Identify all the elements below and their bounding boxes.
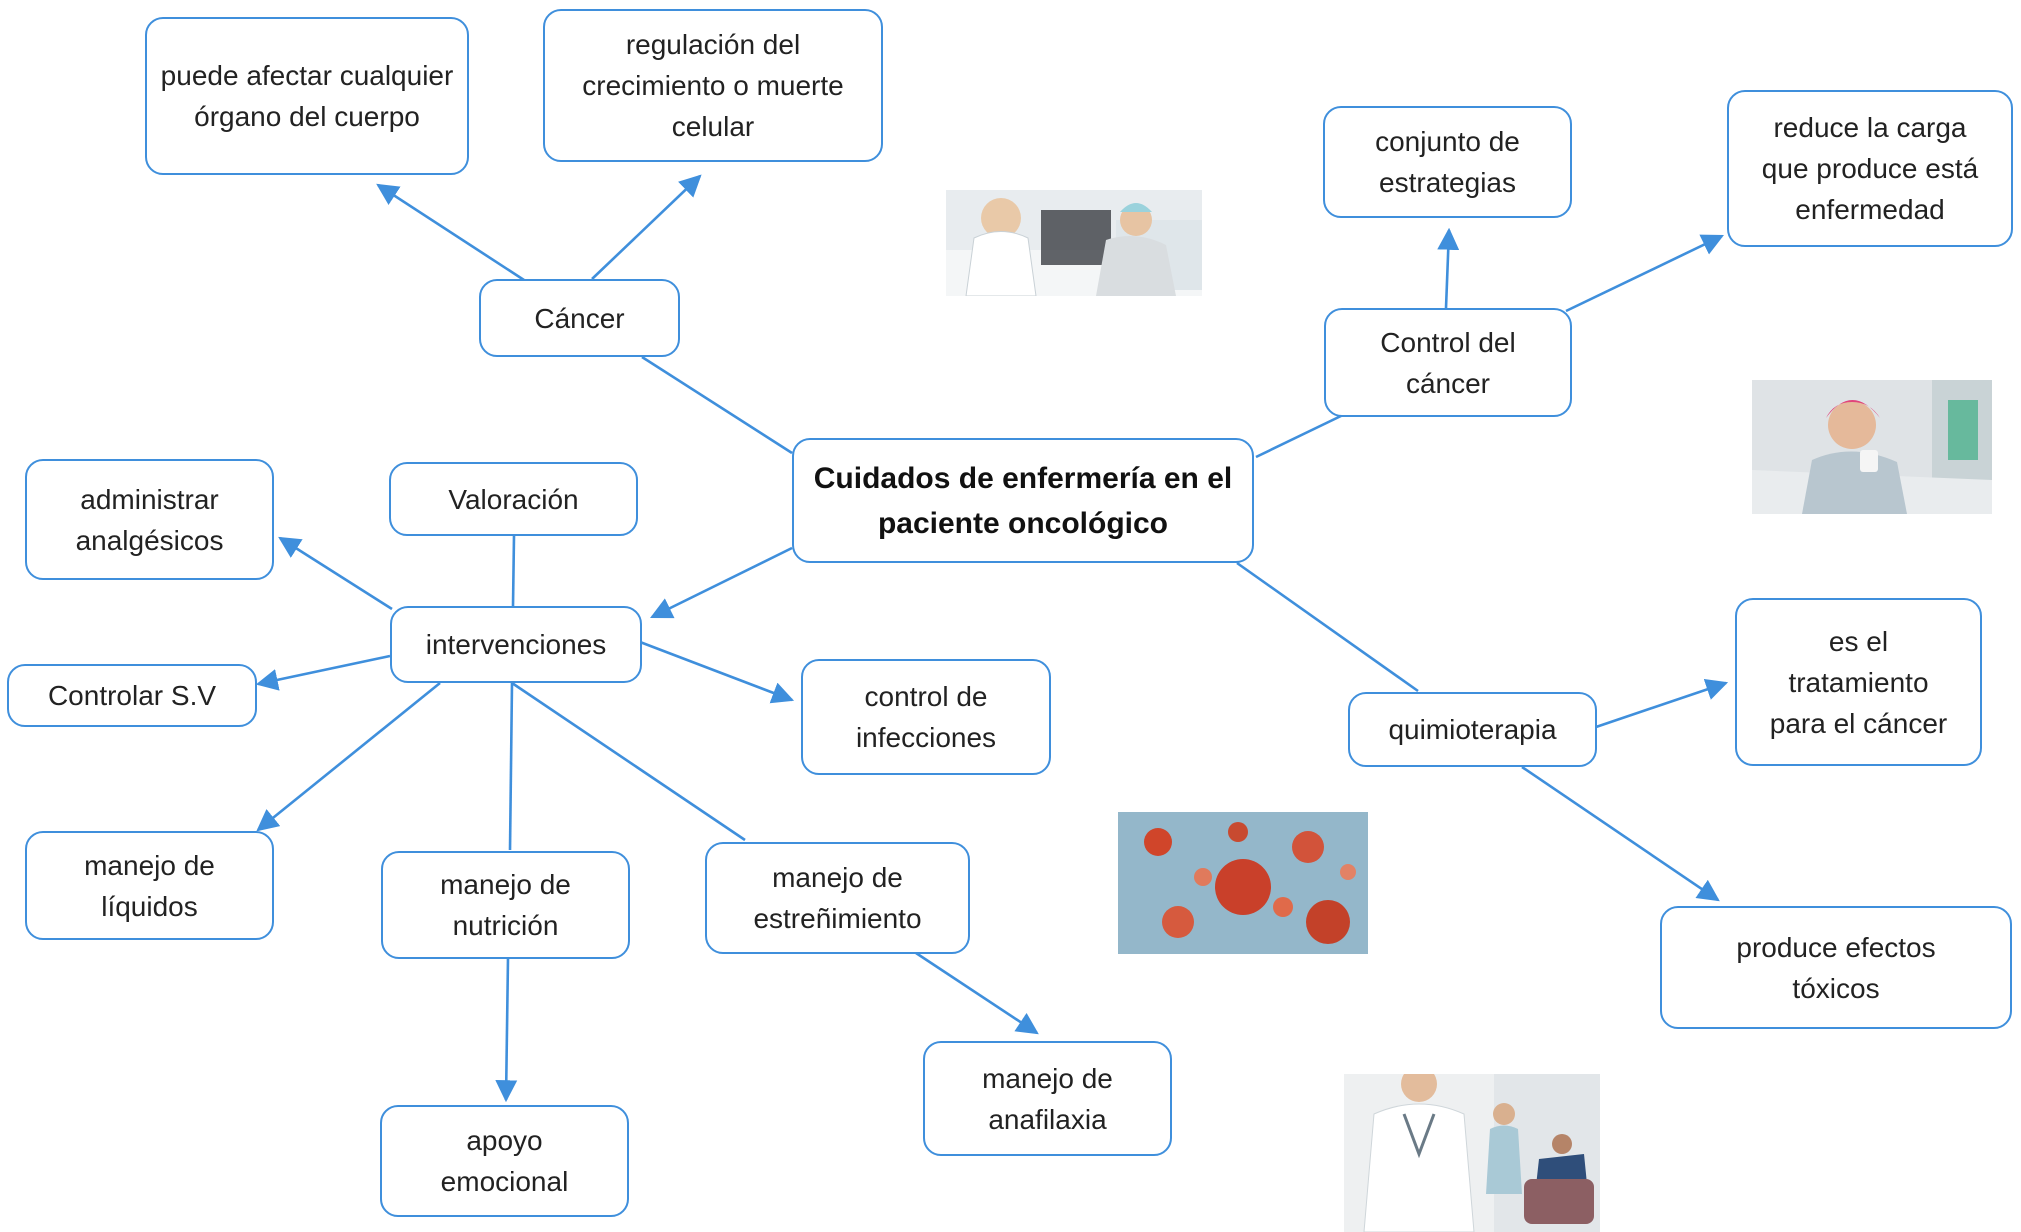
node-valoracion: Valoración	[389, 462, 638, 536]
node-signos-label: Controlar S.V	[47, 680, 217, 711]
link-interv-liquidos	[256, 681, 441, 832]
doctor-chemo-room-photo	[1344, 1074, 1600, 1232]
node-estrenimiento-label: manejo de estreñimiento	[753, 862, 922, 934]
node-conjunto: conjunto de estrategias	[1323, 106, 1572, 218]
node-anafilaxia: manejo de anafilaxia	[923, 1041, 1172, 1156]
node-intervenciones-label: intervenciones	[425, 629, 607, 660]
link-interv-estrenimiento	[511, 681, 746, 842]
link-root-quimio	[1236, 561, 1419, 693]
node-cancer-regulacion: regulación del crecimiento o muerte celu…	[543, 9, 883, 162]
nurse-patient-photo	[946, 190, 1202, 296]
link-valoracion-intervenciones	[511, 535, 516, 607]
node-reduce: reduce la carga que produce está enferme…	[1727, 90, 2013, 247]
link-interv-nutricion	[508, 682, 514, 851]
node-quimioterapia-label: quimioterapia	[1388, 714, 1557, 745]
node-anafilaxia-label: manejo de anafilaxia	[982, 1062, 1113, 1135]
node-analgesicos-label: administrar analgésicos	[75, 483, 224, 556]
node-control-cancer: Control del cáncer	[1324, 308, 1572, 417]
node-cancer-organo-label: puede afectar cualquier órgano del cuerp…	[160, 60, 454, 132]
cancer-cells-photo	[1118, 812, 1368, 954]
link-control-reduce	[1565, 234, 1724, 313]
node-estrenimiento: manejo de estreñimiento	[705, 842, 970, 954]
node-apoyo: apoyo emocional	[380, 1105, 629, 1217]
link-control-conjunto	[1437, 227, 1460, 309]
link-nutricion-apoyo	[495, 957, 518, 1103]
link-quimio-efectos	[1521, 765, 1720, 902]
link-cancer-regulacion	[591, 174, 702, 280]
node-nutricion: manejo de nutrición	[381, 851, 630, 959]
node-liquidos: manejo de líquidos	[25, 831, 274, 940]
root-node-label: Cuidados de enfermería en el paciente on…	[813, 461, 1233, 540]
node-reduce-label: reduce la carga que produce está enferme…	[1761, 112, 1979, 225]
node-cancer-organo: puede afectar cualquier órgano del cuerp…	[145, 17, 469, 175]
node-nutricion-label: manejo de nutrición	[440, 869, 571, 941]
link-interv-analgesicos	[278, 536, 393, 611]
link-quimio-tratamiento	[1595, 678, 1729, 729]
node-efectos: produce efectos tóxicos	[1660, 906, 2012, 1029]
node-conjunto-label: conjunto de estrategias	[1375, 126, 1520, 198]
node-valoracion-label: Valoración	[448, 483, 579, 515]
node-es-tratamiento-label: es el tratamiento para el cáncer	[1769, 625, 1948, 739]
node-infecciones-label: control de infecciones	[855, 681, 997, 753]
node-cancer-label: Cáncer	[534, 302, 625, 334]
node-efectos-label: produce efectos tóxicos	[1736, 931, 1936, 1004]
link-root-cancer	[641, 355, 793, 455]
node-signos: Controlar S.V	[7, 664, 257, 727]
node-cancer: Cáncer	[479, 279, 680, 357]
node-apoyo-label: apoyo emocional	[440, 1125, 569, 1197]
node-cancer-regulacion-label: regulación del crecimiento o muerte celu…	[582, 29, 844, 142]
node-es-tratamiento: es el tratamiento para el cáncer	[1735, 598, 1982, 766]
link-root-intervenciones	[650, 546, 793, 619]
node-analgesicos: administrar analgésicos	[25, 459, 274, 580]
link-interv-signos	[255, 654, 391, 691]
link-root-control	[1255, 413, 1344, 459]
node-infecciones: control de infecciones	[801, 659, 1051, 775]
root-node: Cuidados de enfermería en el paciente on…	[792, 438, 1254, 563]
node-intervenciones: intervenciones	[390, 606, 642, 683]
link-estrenimiento-anafilaxia	[915, 951, 1039, 1035]
link-cancer-organo	[376, 183, 525, 282]
patient-headscarf-photo	[1752, 380, 1992, 514]
node-liquidos-label: manejo de líquidos	[84, 849, 215, 922]
node-control-cancer-label: Control del cáncer	[1380, 326, 1516, 399]
link-interv-infecciones	[639, 640, 795, 704]
node-quimioterapia: quimioterapia	[1348, 692, 1597, 767]
